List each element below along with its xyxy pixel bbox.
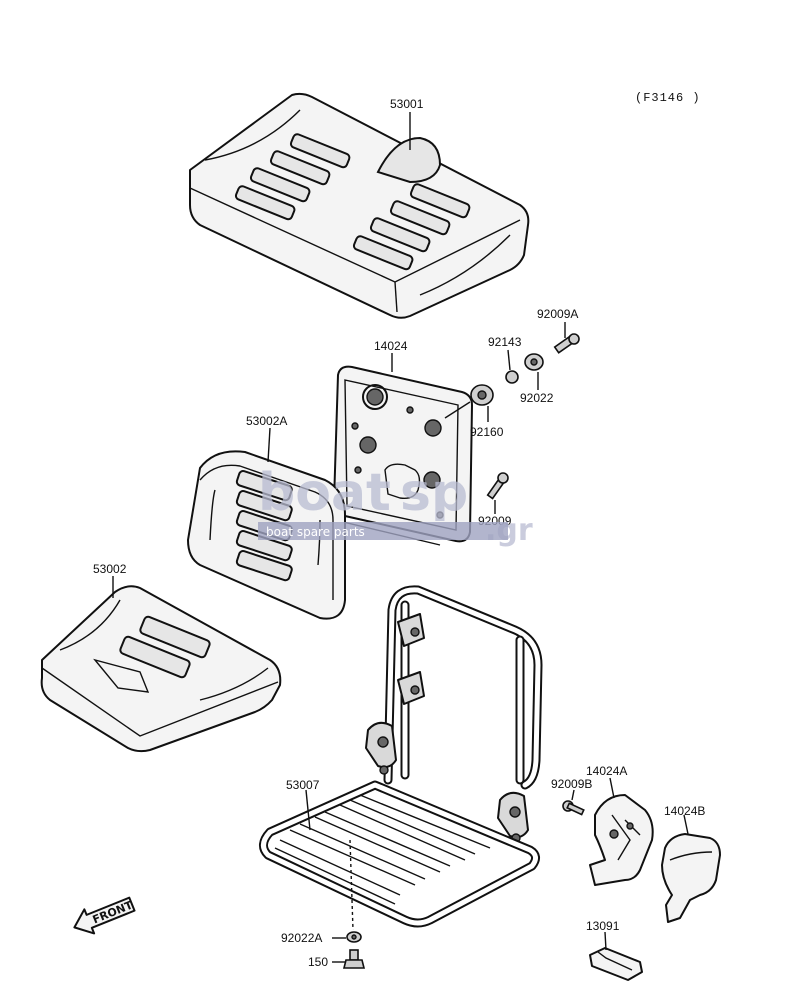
grommet-92160 bbox=[470, 384, 494, 406]
label-53002: 53002 bbox=[93, 562, 127, 576]
seat-cushion-53002 bbox=[40, 585, 282, 753]
label-14024B: 14024B bbox=[664, 804, 705, 818]
label-14024A: 14024A bbox=[586, 764, 627, 778]
washer-92022A bbox=[346, 931, 362, 943]
label-53001: 53001 bbox=[390, 97, 424, 111]
front-label: FRONT bbox=[91, 898, 135, 926]
label-92022: 92022 bbox=[520, 391, 554, 405]
watermark-brand-1: boat bbox=[258, 463, 391, 523]
channel-13091 bbox=[589, 947, 643, 981]
seat-cushion-53001 bbox=[189, 92, 530, 319]
screw-92009B bbox=[562, 800, 585, 816]
label-92022A: 92022A bbox=[281, 931, 322, 945]
seat-frame-53007 bbox=[259, 585, 543, 931]
bolt-92009A bbox=[553, 333, 580, 354]
label-13091: 13091 bbox=[586, 919, 620, 933]
bolt-92009 bbox=[486, 472, 509, 500]
label-53002A: 53002A bbox=[246, 414, 287, 428]
front-arrow: FRONT bbox=[73, 896, 136, 935]
watermark-logo: boat sp .gr boat spare parts bbox=[258, 463, 533, 548]
watermark-brand-2: sp bbox=[400, 463, 468, 523]
cover-14024B bbox=[661, 833, 721, 923]
label-14024: 14024 bbox=[374, 339, 408, 353]
label-92160: 92160 bbox=[470, 425, 504, 439]
bracket-14024A bbox=[589, 794, 654, 886]
diagram-reference: (F3146 ) bbox=[635, 91, 701, 105]
collar-92143 bbox=[505, 370, 519, 384]
watermark-tagline: boat spare parts bbox=[266, 525, 365, 539]
label-92009B: 92009B bbox=[551, 777, 592, 791]
nut-92022 bbox=[524, 353, 544, 371]
label-150: 150 bbox=[308, 955, 328, 969]
label-53007: 53007 bbox=[286, 778, 320, 792]
bolt-150 bbox=[342, 949, 366, 969]
label-92009A: 92009A bbox=[537, 307, 578, 321]
label-92143: 92143 bbox=[488, 335, 522, 349]
